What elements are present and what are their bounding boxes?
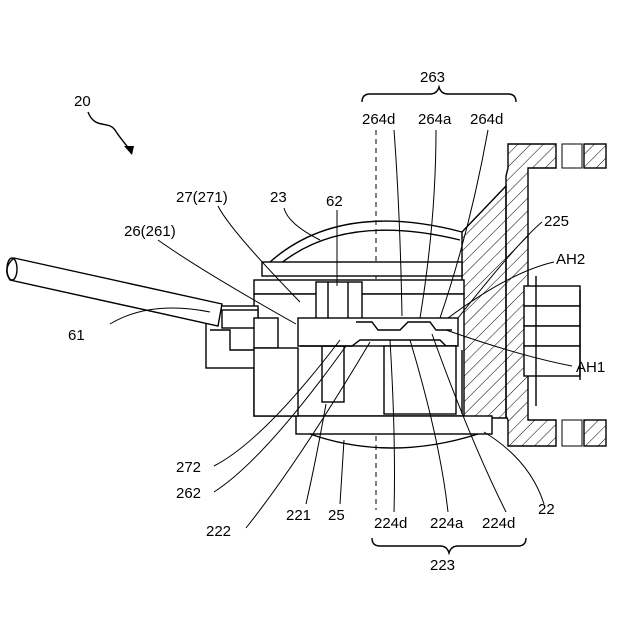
label-61: 61 [68, 327, 85, 344]
label-224a: 224a [430, 515, 464, 532]
label-20: 20 [74, 93, 91, 110]
housing-block-top-1 [562, 144, 582, 168]
label-225: 225 [544, 213, 569, 230]
dome-cover-inner [280, 230, 460, 264]
label-62: 62 [326, 193, 343, 210]
label-25: 25 [328, 507, 345, 524]
label-AH2: AH2 [556, 251, 585, 268]
cable-61 [7, 258, 222, 326]
label-263: 263 [420, 69, 445, 86]
left-inner-1 [222, 310, 258, 328]
brace-263 [362, 87, 516, 102]
label-AH1: AH1 [576, 359, 605, 376]
terminal-3 [524, 326, 580, 346]
label-264d-left: 264d [362, 111, 395, 128]
terminal-2 [524, 306, 580, 326]
figure-arrowhead [124, 146, 134, 155]
label-222: 222 [206, 523, 231, 540]
left-inner-2 [254, 318, 278, 348]
label-272: 272 [176, 459, 201, 476]
left-lower [254, 348, 298, 416]
label-22: 22 [538, 501, 555, 518]
label-264a: 264a [418, 111, 452, 128]
label-27: 27(271) [176, 189, 228, 206]
terminal-1 [524, 286, 580, 306]
label-224d-right: 224d [482, 515, 515, 532]
label-223: 223 [430, 557, 455, 574]
connector-62 [316, 282, 362, 322]
label-221: 221 [286, 507, 311, 524]
label-26: 26(261) [124, 223, 176, 240]
label-224d-left: 224d [374, 515, 407, 532]
top-plate [262, 262, 462, 276]
label-23: 23 [270, 189, 287, 206]
housing-block-bottom-1 [562, 420, 582, 446]
housing-block-top-2 [584, 144, 606, 168]
terminal-4 [524, 346, 580, 376]
label-262: 262 [176, 485, 201, 502]
contact-region [298, 318, 458, 346]
label-264d-right: 264d [470, 111, 503, 128]
lower-block [384, 346, 456, 414]
housing-block-bottom-2 [584, 420, 606, 446]
brace-223 [372, 538, 526, 553]
figure-arrow [88, 112, 130, 150]
